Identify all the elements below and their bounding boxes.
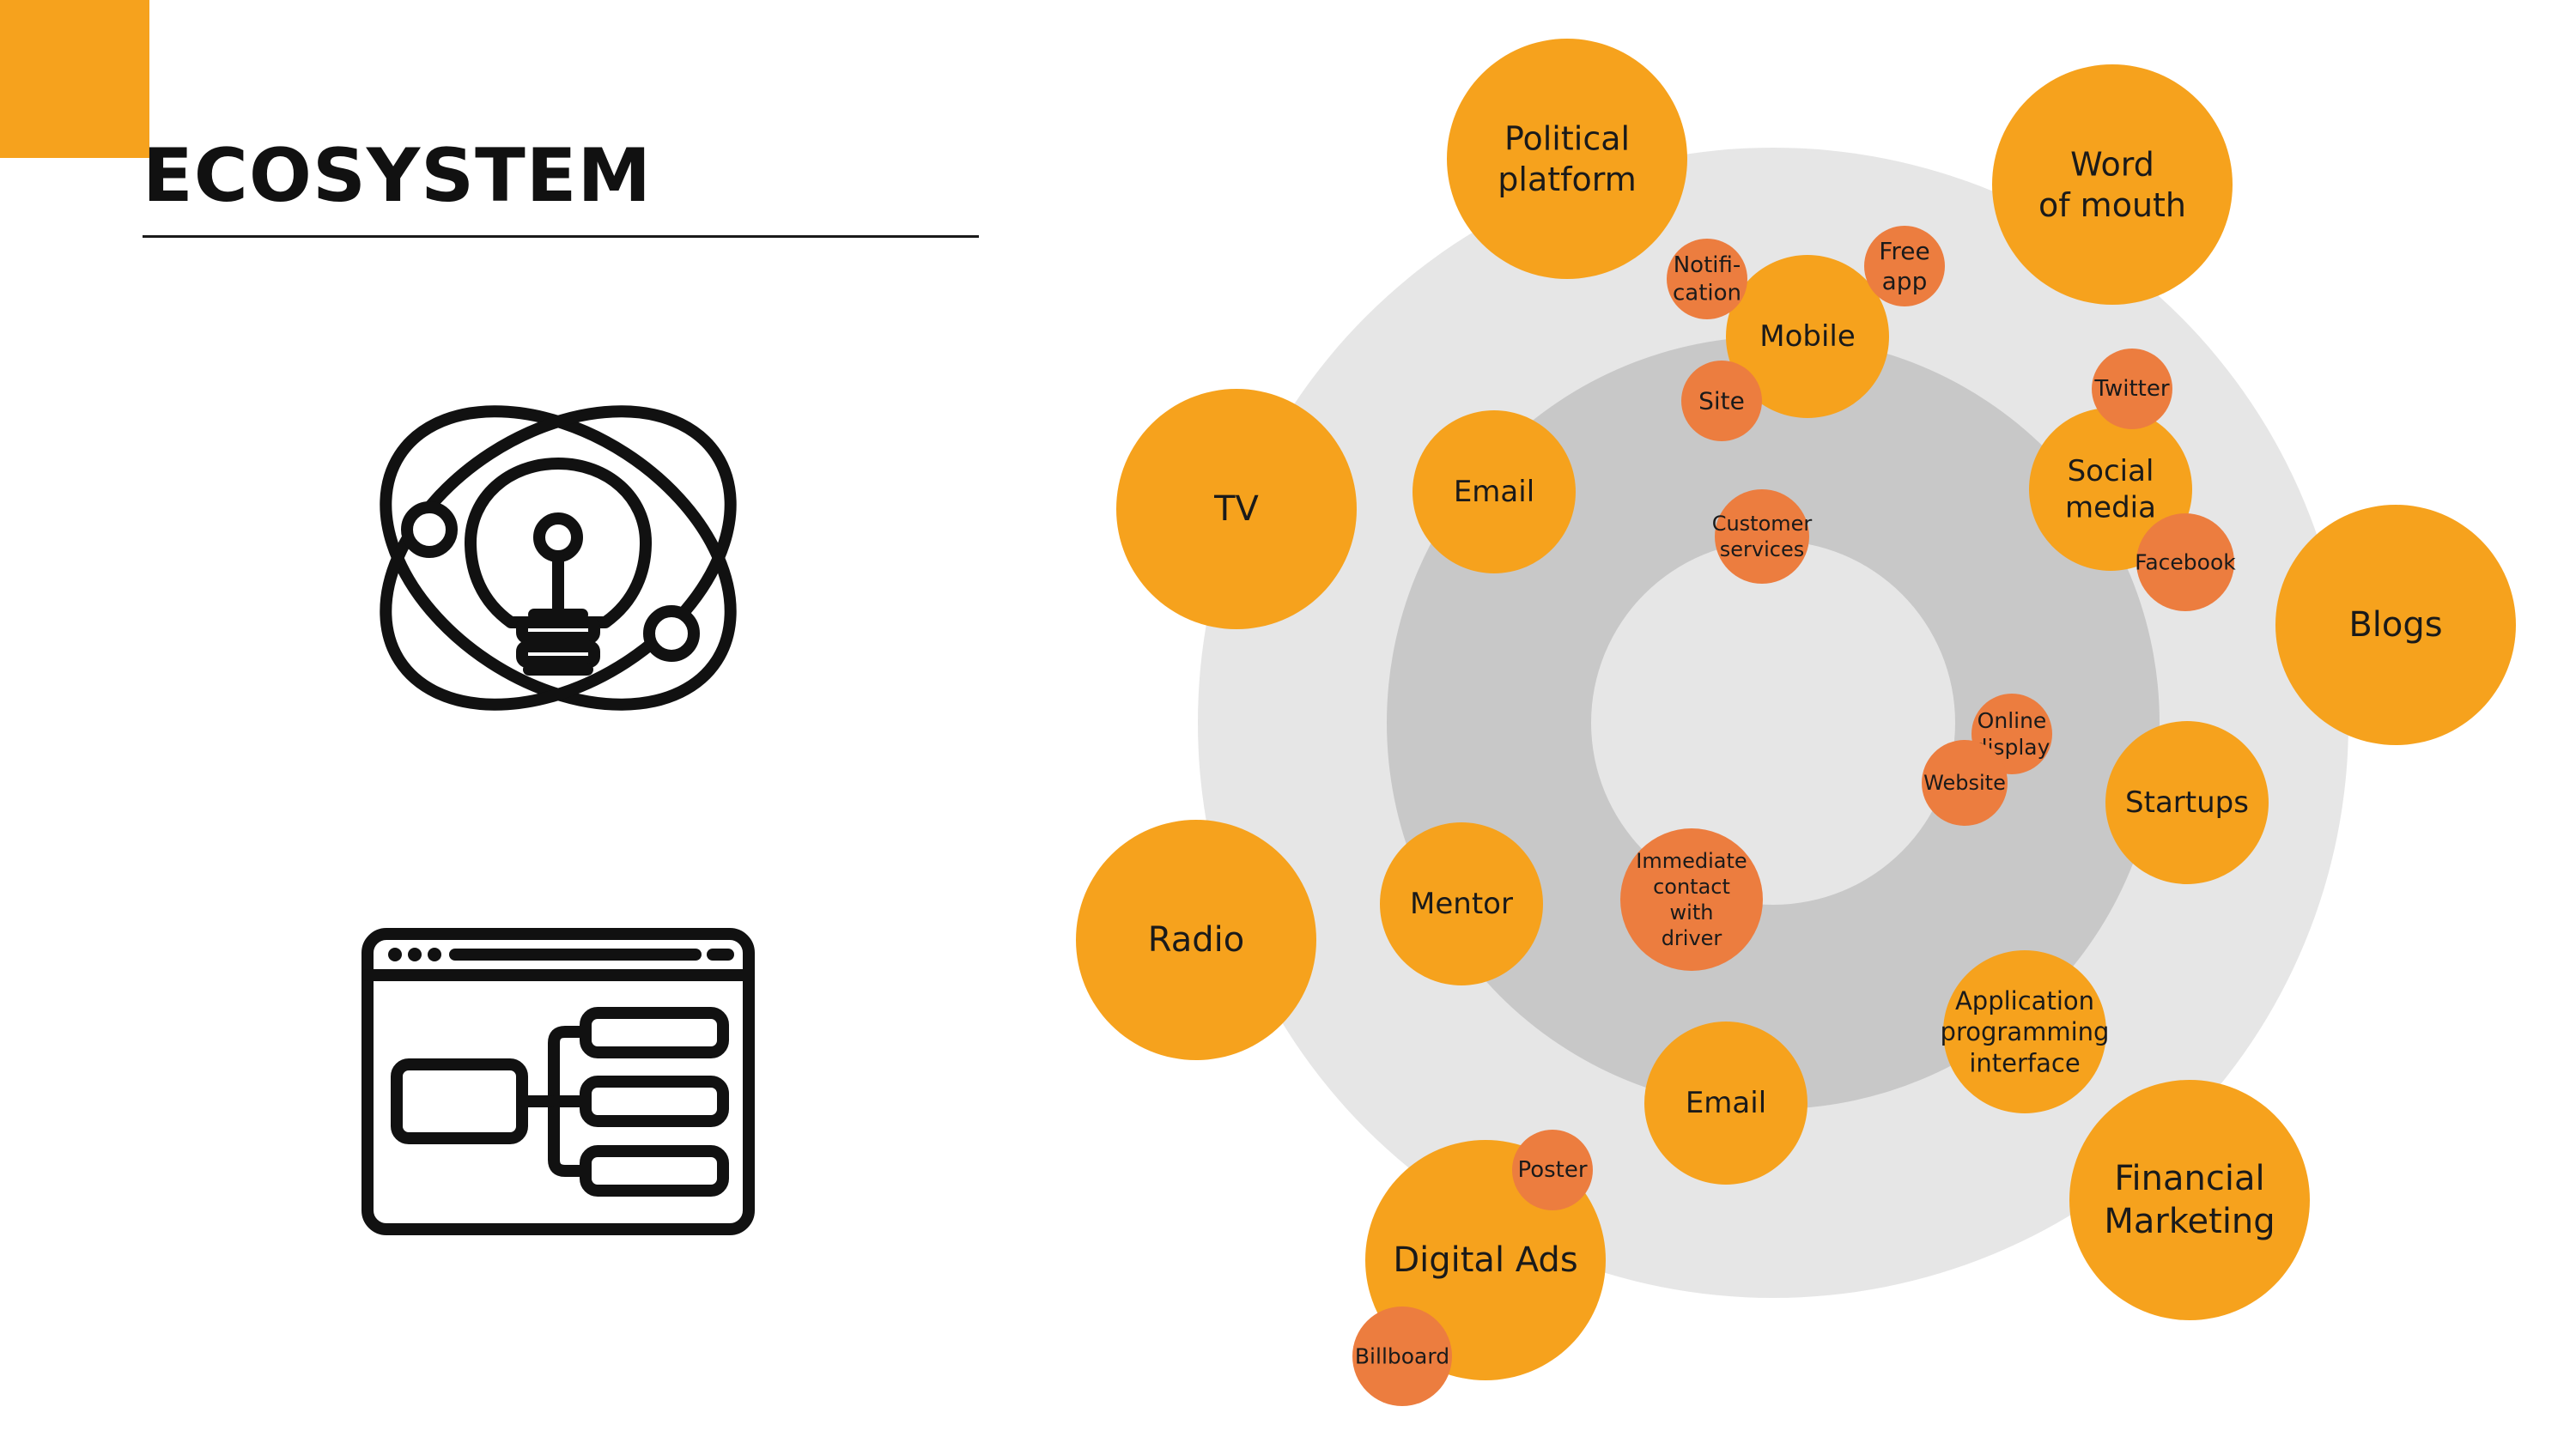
node-circle xyxy=(1922,740,2008,826)
node-label: Financial xyxy=(2114,1159,2264,1198)
node-circle xyxy=(1620,828,1763,971)
node-label: services xyxy=(1720,537,1804,561)
node-label: Customer xyxy=(1712,512,1813,536)
node-circle xyxy=(1943,950,2106,1113)
node-circle xyxy=(1726,255,1889,418)
node-label: cation xyxy=(1673,280,1741,306)
node-email: Email xyxy=(1644,1022,1807,1185)
node-label: of mouth xyxy=(2038,186,2186,224)
node-blogs: Blogs xyxy=(2275,505,2516,745)
node-tv: TV xyxy=(1116,389,1357,629)
node-label: driver xyxy=(1662,926,1722,950)
node-label: Mobile xyxy=(1759,319,1856,354)
node-label: Immediate xyxy=(1636,849,1747,873)
node-label: TV xyxy=(1213,489,1259,529)
node-notifi-cation: Notifi-cation xyxy=(1667,239,1747,319)
node-twitter: Twitter xyxy=(2092,349,2172,429)
node-label: programming xyxy=(1941,1017,2110,1046)
node-circle xyxy=(1992,64,2233,305)
node-label: Poster xyxy=(1517,1157,1587,1183)
node-label: Mentor xyxy=(1410,887,1513,921)
node-label: Billboard xyxy=(1355,1344,1449,1369)
node-label: app xyxy=(1882,267,1928,295)
node-label: media xyxy=(2065,490,2156,524)
title-underline xyxy=(143,235,979,238)
node-facebook: Facebook xyxy=(2135,513,2236,611)
node-label: Site xyxy=(1698,387,1745,415)
node-label: interface xyxy=(1969,1048,2080,1077)
ring-3 xyxy=(1591,541,1955,905)
node-circle xyxy=(1380,822,1543,985)
node-circle xyxy=(1864,226,1945,306)
node-circle xyxy=(2069,1080,2310,1320)
node-circle xyxy=(1413,410,1576,573)
node-circle xyxy=(1715,489,1809,584)
node-circle xyxy=(1512,1130,1593,1210)
node-label: platform xyxy=(1498,161,1636,198)
node-label: Twitter xyxy=(2093,376,2169,402)
node-circle xyxy=(1681,361,1762,441)
node-label: Startups xyxy=(2125,785,2249,820)
node-circle xyxy=(1352,1307,1452,1406)
node-label: Notifi- xyxy=(1674,252,1741,278)
node-email: Email xyxy=(1413,410,1576,573)
node-website: Website xyxy=(1922,740,2008,826)
node-circle xyxy=(1447,39,1687,279)
node-billboard: Billboard xyxy=(1352,1307,1452,1406)
node-political-platform: Political platform xyxy=(1447,39,1687,279)
node-label: Website xyxy=(1923,771,2006,795)
node-label: Free xyxy=(1879,237,1929,265)
node-site: Site xyxy=(1681,361,1762,441)
node-circle xyxy=(1667,239,1747,319)
corner-accent-block xyxy=(0,0,149,158)
node-circle xyxy=(2092,349,2172,429)
node-label: Email xyxy=(1686,1086,1766,1120)
node-radio: Radio xyxy=(1076,820,1316,1060)
node-circle xyxy=(1076,820,1316,1060)
node-label: Marketing xyxy=(2104,1202,2275,1241)
node-circle xyxy=(2136,513,2234,611)
node-circle xyxy=(2105,721,2269,884)
node-label: Blogs xyxy=(2348,605,2442,645)
node-label: contact xyxy=(1653,875,1730,899)
page-title: ECOSYSTEM xyxy=(143,133,653,219)
node-label: Digital Ads xyxy=(1393,1240,1577,1280)
node-circle xyxy=(1116,389,1357,629)
node-mobile: Mobile xyxy=(1726,255,1889,418)
node-label: with xyxy=(1670,900,1714,925)
node-startups: Startups xyxy=(2105,721,2269,884)
node-label: Online xyxy=(1978,708,2047,733)
node-circle xyxy=(2275,505,2516,745)
node-mentor: Mentor xyxy=(1380,822,1543,985)
node-label: Application xyxy=(1955,986,2094,1016)
node-label: Social xyxy=(2068,454,2154,488)
node-poster: Poster xyxy=(1512,1130,1593,1210)
node-label: Facebook xyxy=(2135,550,2236,575)
node-circle xyxy=(1644,1022,1807,1185)
browser-mindmap-icon xyxy=(361,928,755,1235)
node-label: Email xyxy=(1454,475,1534,509)
node-label: Political xyxy=(1504,119,1630,157)
node-label: Radio xyxy=(1148,920,1244,960)
node-label: Word xyxy=(2070,145,2154,183)
lightbulb-atom-icon xyxy=(380,405,737,711)
